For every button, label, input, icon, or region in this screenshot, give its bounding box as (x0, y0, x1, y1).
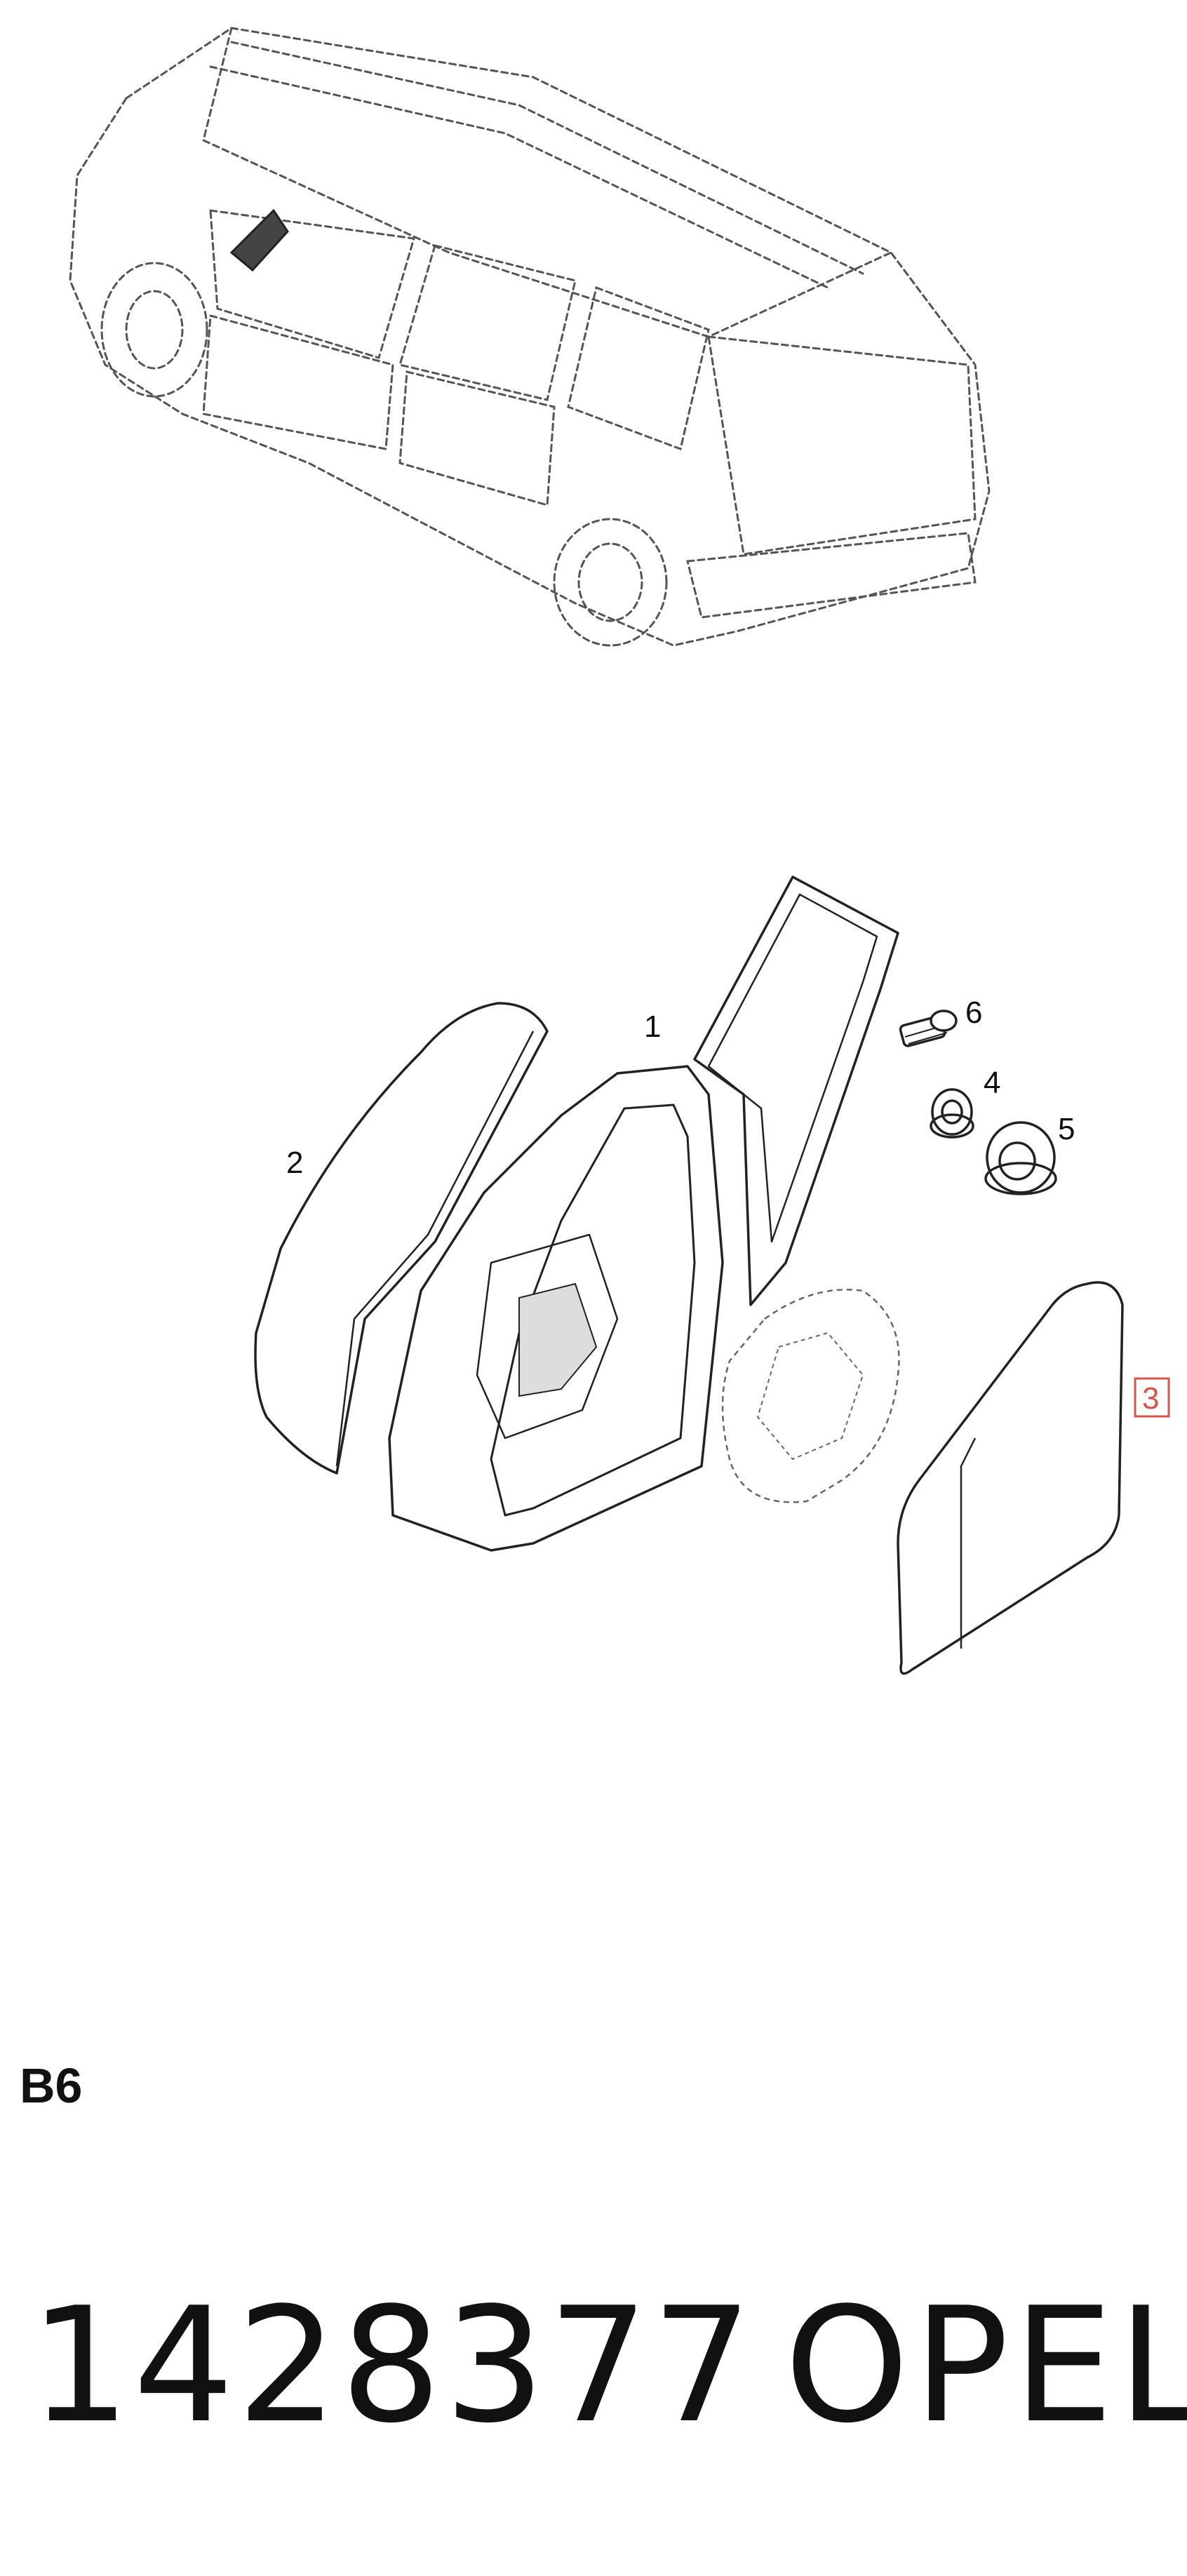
vehicle-middle-window (398, 244, 577, 401)
vehicle-tailgate (707, 335, 977, 556)
vehicle-rear-bumper (686, 532, 977, 619)
vehicle-front-door (202, 314, 394, 450)
small-grommet-part (930, 1088, 974, 1139)
vehicle-rear-wheel (553, 518, 668, 647)
part-number: 1428377 (29, 2274, 756, 2458)
brand-name: OPEL (784, 2274, 1187, 2458)
mirror-arm (693, 876, 899, 1306)
footer: 1428377 OPEL (0, 2287, 1187, 2455)
mirror-assembly (254, 876, 1124, 1675)
mirror-glass-part (897, 1281, 1124, 1675)
vehicle-rear-window (567, 286, 710, 451)
screw-part (899, 1009, 958, 1047)
vehicle-front-wheel (100, 262, 208, 398)
large-grommet-part (984, 1121, 1057, 1195)
callout-5: 5 (1058, 1112, 1075, 1146)
vehicle-roof-rack (209, 65, 829, 289)
mirror-housing-internals (476, 1233, 619, 1440)
mirror-actuator-detail (757, 1332, 864, 1460)
vehicle-roof-line (202, 27, 892, 338)
callout-3-highlight-box (1134, 1377, 1170, 1418)
callout-1: 1 (644, 1009, 661, 1044)
callout-2: 2 (286, 1146, 303, 1180)
mirror-cover-cap (254, 1002, 549, 1475)
mirror-glass-inner (960, 1437, 977, 1649)
mirror-housing-detail (518, 1283, 597, 1397)
vehicle-rear-wheel-hub (577, 542, 643, 622)
mirror-arm-inner (707, 893, 878, 1243)
vehicle-rear-door (398, 370, 556, 507)
vehicle-roof-rack-2 (230, 41, 864, 275)
section-code: B6 (20, 2058, 83, 2113)
mirror-actuator-outline (721, 1289, 900, 1503)
vehicle-front-wheel-hub (125, 290, 184, 370)
mirror-cover-cap-inner (335, 1031, 535, 1467)
callout-3: 3 (1142, 1381, 1159, 1416)
vehicle-mirror-highlight (229, 208, 289, 272)
mirror-housing-frame (388, 1065, 724, 1552)
callout-6: 6 (965, 995, 982, 1030)
vehicle-front-window (209, 209, 415, 359)
vehicle-roof-outline (69, 27, 991, 647)
vehicle-overview-illustration (69, 27, 991, 647)
callout-4: 4 (984, 1066, 1000, 1100)
